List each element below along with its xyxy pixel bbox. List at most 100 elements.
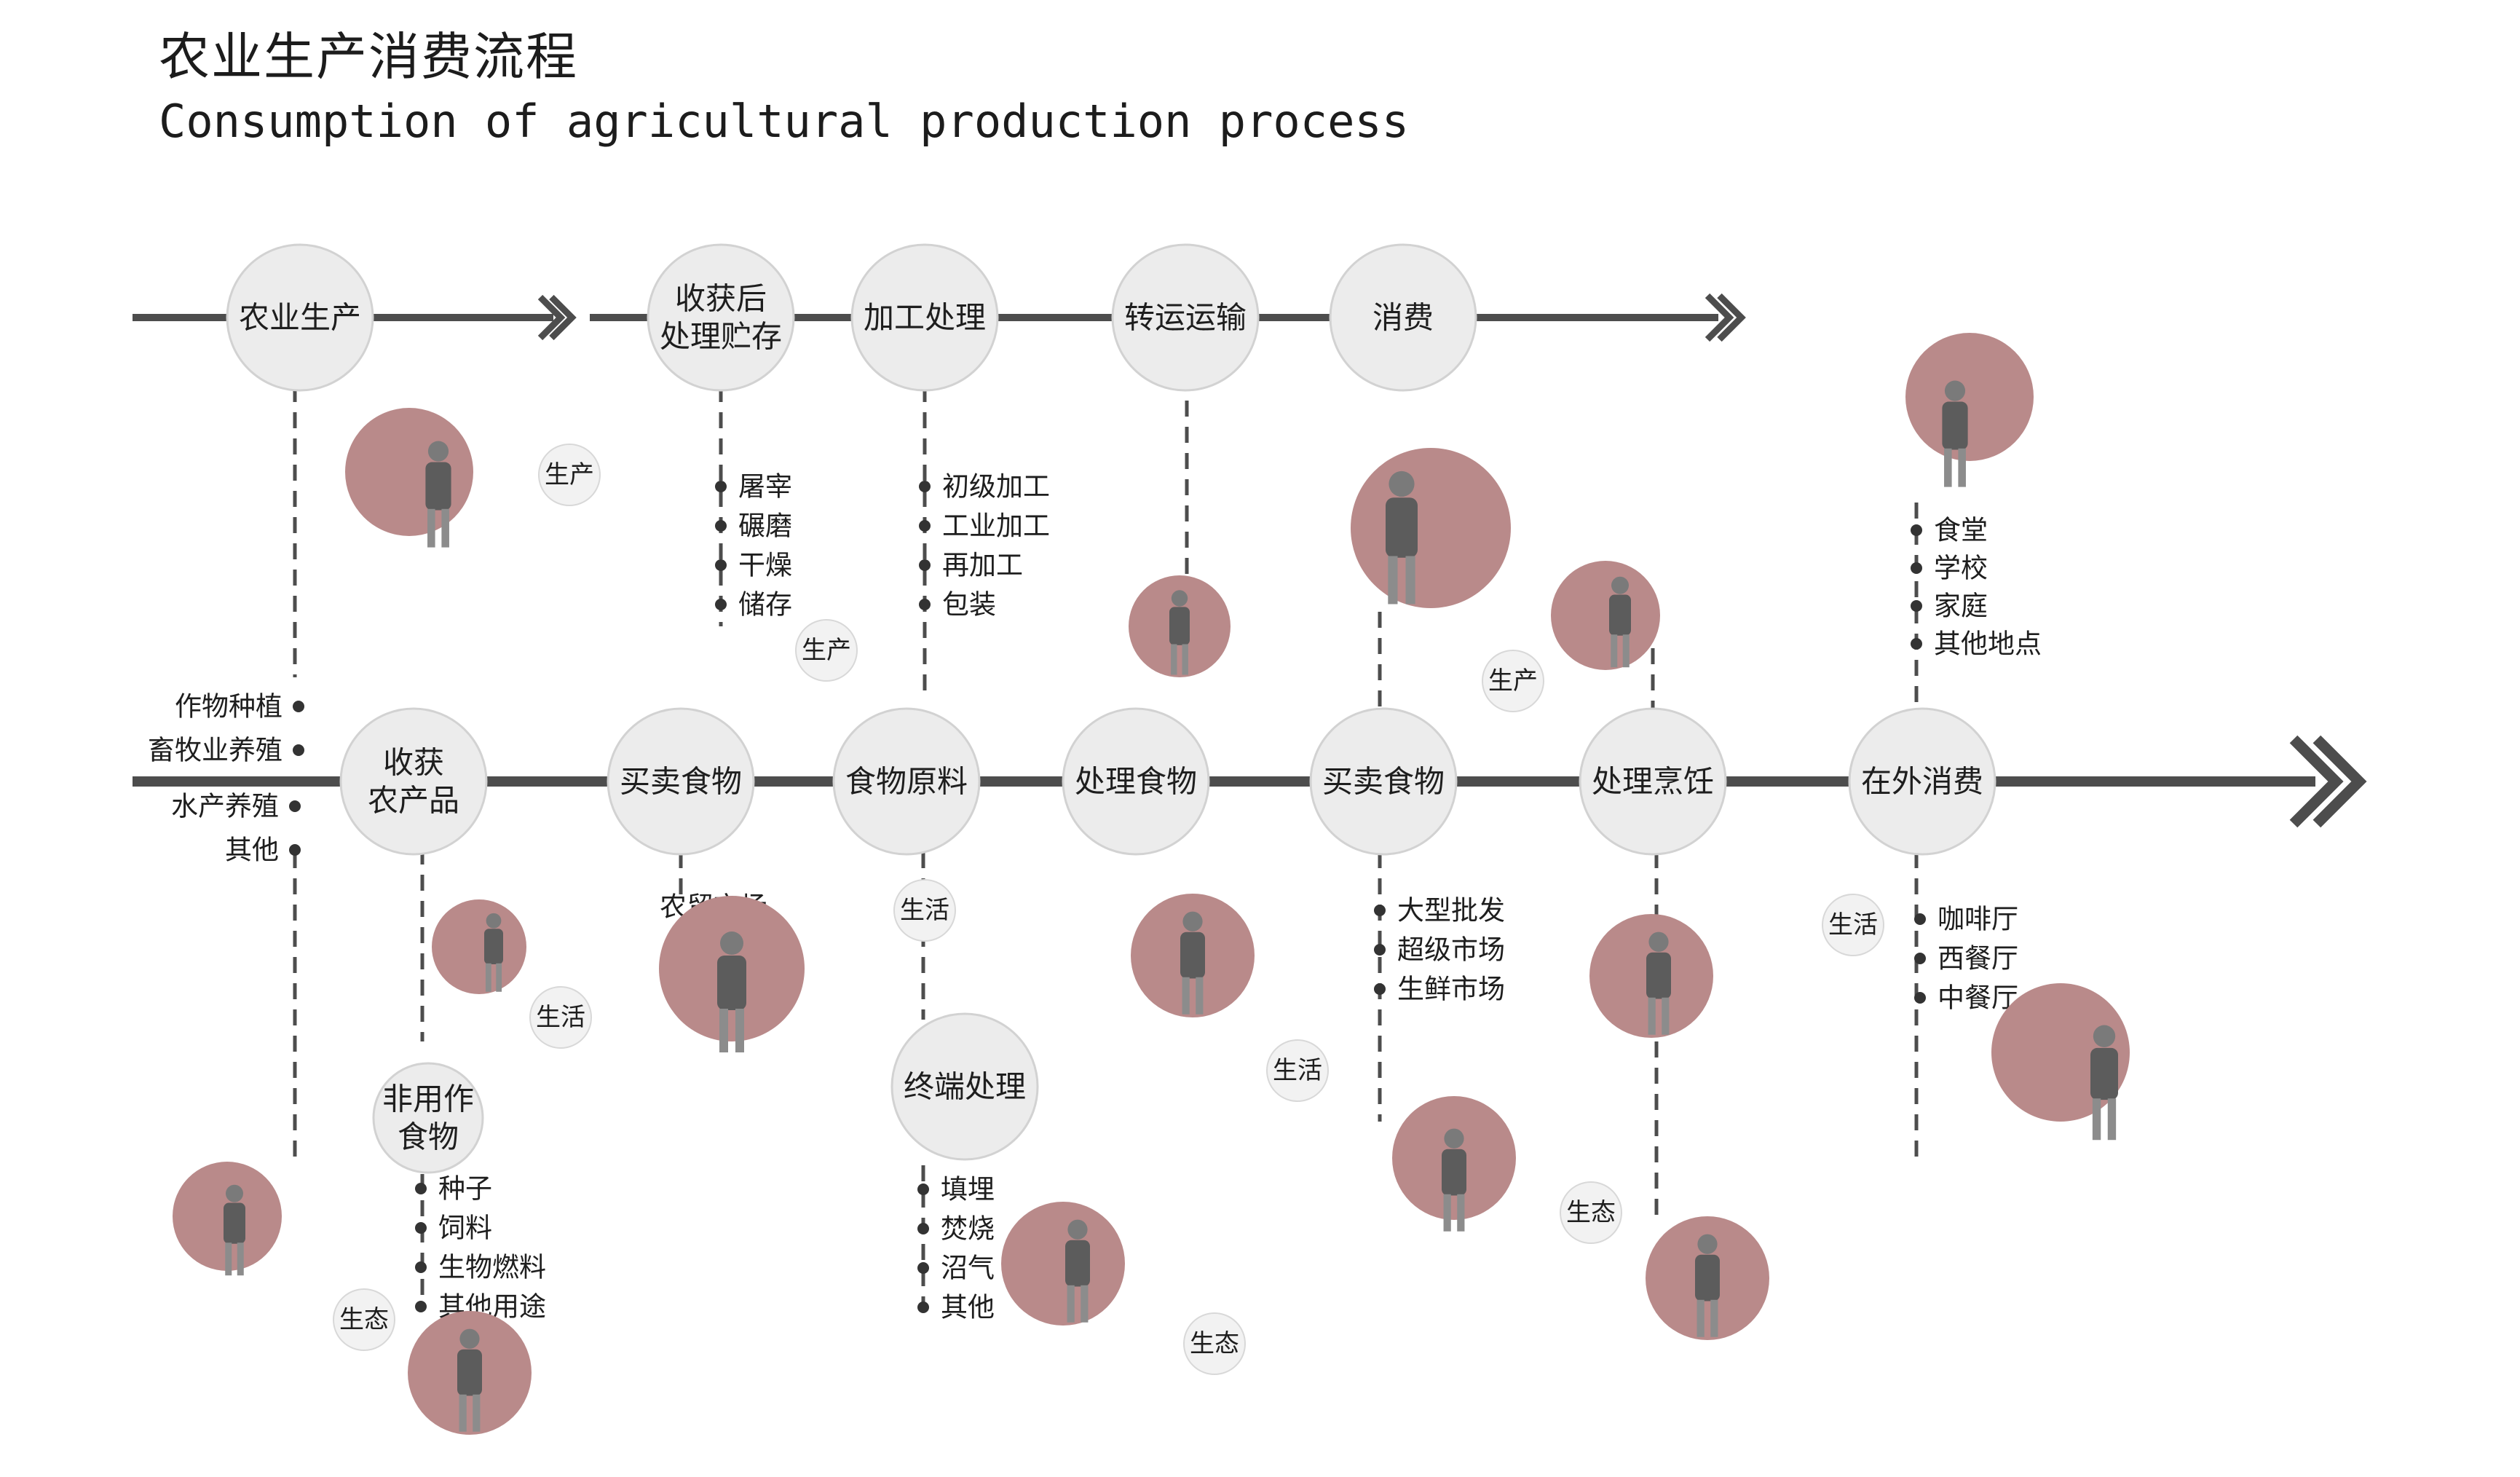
bullet-dot [289, 800, 301, 812]
terminal-item: 沼气 [941, 1253, 995, 1284]
cook-table-photo [1646, 1216, 1769, 1340]
bullet-dot [415, 1301, 427, 1312]
bullet-dot [1914, 953, 1926, 964]
processing-item: 工业加工 [942, 511, 1050, 542]
figure-head [427, 441, 449, 462]
stage-harvest-produce-label: 收获 [383, 745, 444, 781]
tag-ecology-badge [1560, 1181, 1622, 1244]
tag-ecology-badge [1183, 1312, 1246, 1375]
terminal-item: 填埋 [941, 1174, 995, 1205]
figure-leg [1622, 634, 1630, 668]
figure-leg [1182, 977, 1190, 1015]
bullet-dot [715, 520, 727, 532]
figure-leg [496, 963, 502, 992]
bbq-couple-photo [1551, 561, 1660, 670]
non-food-node-label: 非用作 [382, 1082, 474, 1117]
farming-type-item: 水产养殖 [171, 791, 279, 822]
non-food-item: 生物燃料 [438, 1252, 546, 1283]
tag-living-badge [1822, 894, 1884, 956]
figure-leg [1443, 1194, 1451, 1232]
figure-leg [1388, 556, 1398, 604]
woman-walking-photo [432, 899, 526, 994]
tag-living-label: 生活 [1273, 1056, 1322, 1085]
figure-body [425, 462, 451, 511]
tag-living-badge [893, 879, 956, 942]
figure-leg [1697, 1299, 1705, 1337]
figure-body [1065, 1240, 1090, 1287]
figure-body [1180, 932, 1205, 979]
stage-food-ingredients-bubble [832, 707, 981, 856]
stage-trade-food-2-label: 买卖食物 [1322, 764, 1445, 800]
terminal-processing-node-bubble [890, 1012, 1039, 1161]
tag-production-badge [1482, 650, 1544, 712]
bullet-dot [293, 701, 304, 712]
figure-leg [2107, 1098, 2117, 1141]
non-food-node-bubble [372, 1062, 484, 1174]
processing-item: 包装 [942, 589, 996, 621]
crate-carrier-photo [659, 896, 805, 1052]
stage-agri-production-label: 农业生产 [239, 300, 361, 336]
terminal-item: 焚烧 [941, 1213, 995, 1245]
tag-living-badge [1266, 1039, 1329, 1102]
non-food-node-label: 食物 [398, 1119, 459, 1155]
figure-body [1695, 1254, 1720, 1301]
figure-leg [225, 1242, 232, 1276]
bullet-dot [917, 1223, 929, 1234]
cafe-people-photo [408, 1311, 532, 1435]
terminal-item: 其他 [941, 1292, 995, 1323]
consumption-place-item: 食堂 [1934, 515, 1988, 546]
tag-ecology-label: 生态 [1190, 1329, 1239, 1358]
accent-circle [1551, 561, 1660, 670]
bullet-dot [917, 1183, 929, 1195]
figure-leg [427, 508, 435, 548]
bullet-dot [1914, 913, 1926, 925]
non-food-item: 饲料 [438, 1213, 492, 1244]
consumption-place-item: 其他地点 [1934, 629, 2042, 660]
stage-dining-out-label: 在外消费 [1861, 764, 1983, 800]
top-arrow-chevrons [1705, 293, 1734, 342]
bullet-dot [715, 481, 727, 492]
bullet-dot [293, 744, 304, 756]
figure-head [1444, 1128, 1464, 1149]
figure-body [717, 956, 746, 1010]
figure-leg [473, 1394, 481, 1432]
tag-ecology-badge [333, 1288, 395, 1351]
stage-processing-bubble [850, 243, 999, 392]
figure-head [226, 1184, 243, 1202]
stage-food-processing-bubble [1062, 707, 1210, 856]
figure-leg [441, 508, 449, 548]
stage-harvest-produce-bubble [339, 707, 488, 856]
stage-processing-label: 加工处理 [864, 300, 986, 336]
figure-leg [1171, 644, 1177, 675]
top-arrow-chevrons [537, 294, 566, 341]
bullet-dot [1911, 600, 1922, 612]
bullet-dot [917, 1301, 929, 1313]
farming-type-item: 其他 [225, 835, 279, 866]
processing-item: 再加工 [942, 550, 1023, 581]
stage-transport-bubble [1111, 243, 1260, 392]
stage-transport-label: 转运运输 [1124, 300, 1247, 336]
figure-head [1611, 576, 1629, 594]
figure-leg [1182, 644, 1188, 675]
stage-trade-food-2-bubble [1309, 707, 1458, 856]
figure-leg [485, 963, 491, 992]
stage-post-harvest-bubble [647, 243, 795, 392]
figure-head [459, 1328, 480, 1349]
tag-living-label: 生活 [536, 1003, 585, 1032]
figure-body [1942, 401, 1968, 450]
bullet-dot [1374, 983, 1386, 995]
consumption-place-item: 学校 [1934, 553, 1988, 584]
figure-leg [1944, 448, 1952, 487]
page-subtitle: Consumption of agricultural production p… [159, 95, 1410, 148]
bullet-dot [919, 481, 931, 492]
figure-head [1944, 380, 1966, 401]
farming-type-item: 畜牧业养殖 [148, 735, 283, 766]
apron-couple-photo [1392, 1096, 1516, 1232]
stage-post-harvest-label: 处理贮存 [660, 319, 782, 355]
tag-living-badge [529, 986, 592, 1049]
shoppers-photo [1351, 448, 1511, 608]
figure-leg [719, 1009, 728, 1052]
retail-item: 生鲜市场 [1397, 974, 1505, 1005]
crouching-farmer-photo [173, 1162, 282, 1276]
